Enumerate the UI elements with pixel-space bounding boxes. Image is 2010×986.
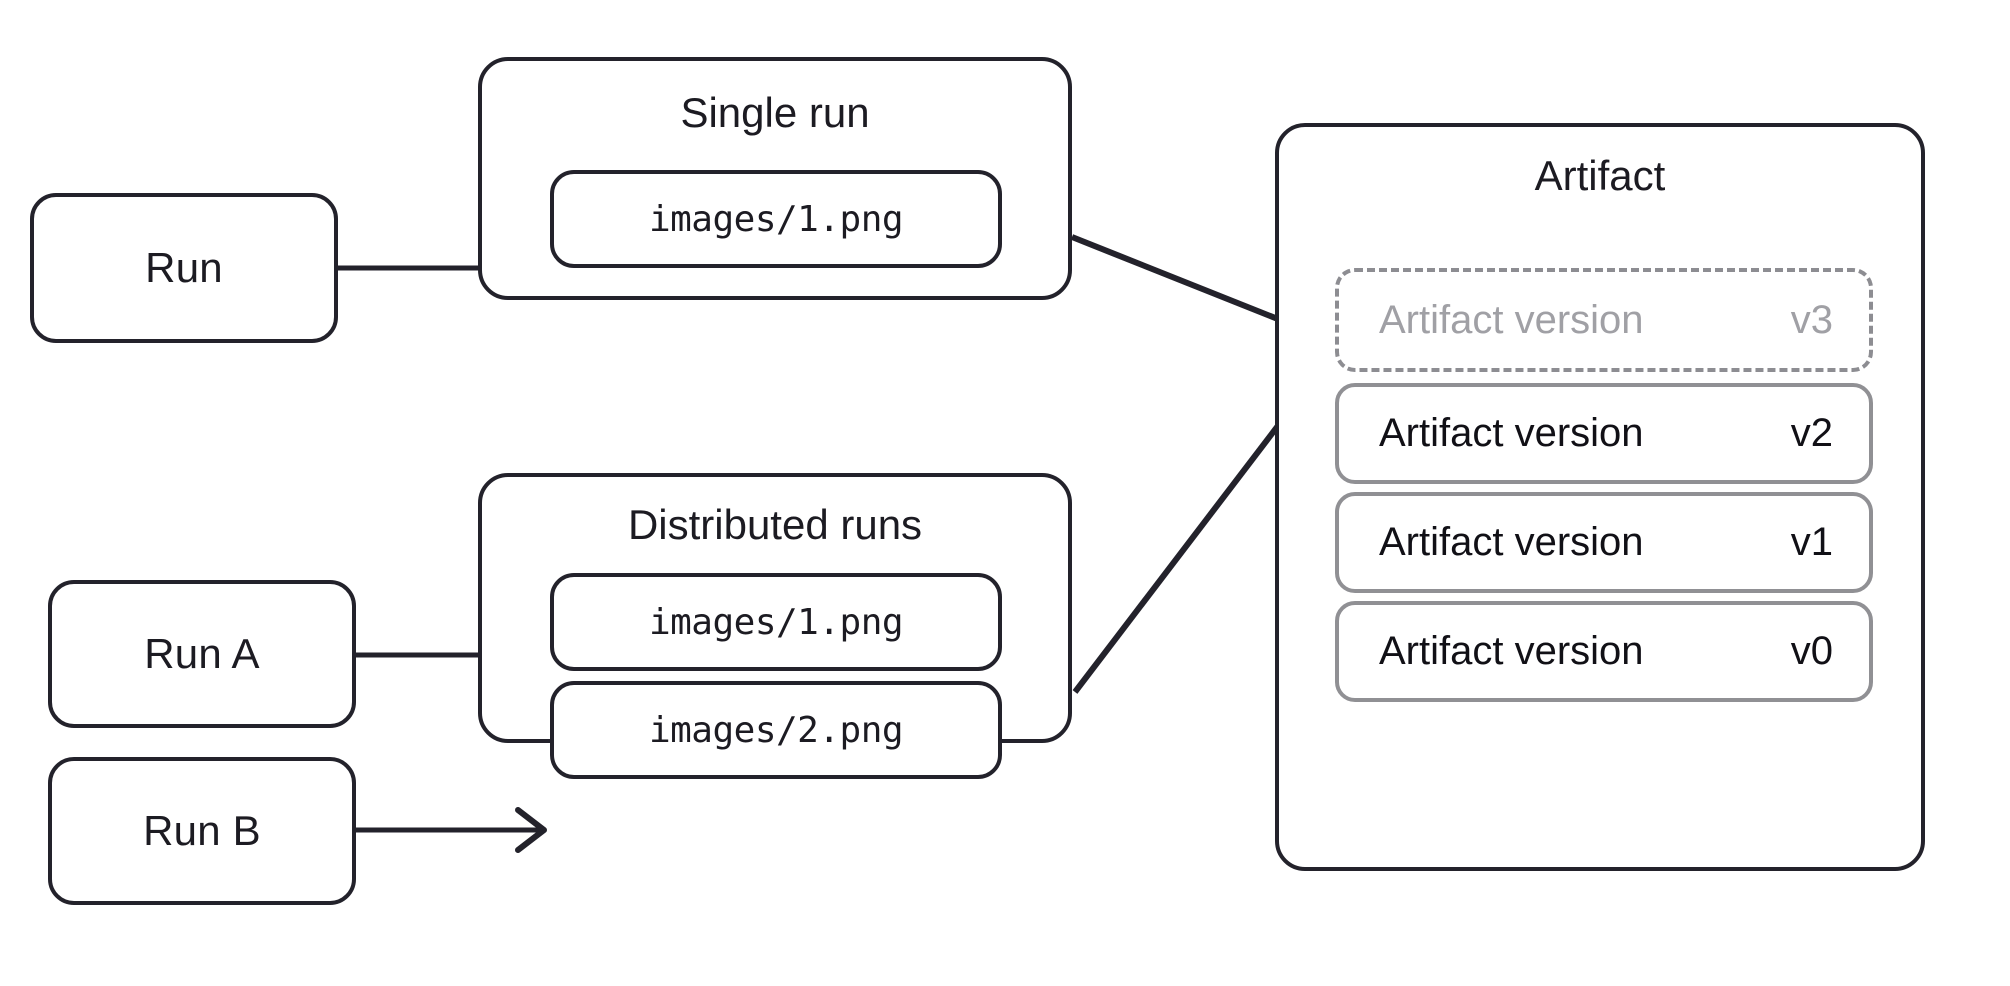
run-a-node-label: Run A xyxy=(144,630,260,677)
artifact-version-row-v2[interactable]: Artifact version v2 xyxy=(1335,383,1873,484)
artifact-version-tag: v3 xyxy=(1790,297,1833,342)
artifact-version-tag: v1 xyxy=(1790,520,1833,564)
artifact-version-label: Artifact version xyxy=(1379,629,1644,673)
artifact-panel-title: Artifact xyxy=(1534,152,1666,199)
run-b-node[interactable]: Run B xyxy=(48,757,356,905)
run-node[interactable]: Run xyxy=(30,193,338,343)
file-node-single-images-1[interactable]: images/1.png xyxy=(550,170,1002,268)
run-b-node-label: Run B xyxy=(143,807,261,854)
distributed-runs-group-title: Distributed runs xyxy=(627,501,923,548)
artifact-panel: Artifact Artifact version v3 Artifact ve… xyxy=(1275,123,1925,871)
file-node-label: images/1.png xyxy=(648,198,904,240)
artifact-version-label: Artifact version xyxy=(1379,411,1644,455)
artifact-version-label: Artifact version xyxy=(1379,520,1644,564)
distributed-runs-group: Distributed runs images/1.png images/2.p… xyxy=(478,473,1072,779)
edge-runb-to-dist-file2 xyxy=(355,807,547,853)
run-node-label: Run xyxy=(145,244,223,291)
file-node-dist-images-2[interactable]: images/2.png xyxy=(550,681,1002,779)
artifact-version-row-v0[interactable]: Artifact version v0 xyxy=(1335,601,1873,702)
artifact-version-tag: v0 xyxy=(1790,629,1833,673)
single-run-group: Single run images/1.png xyxy=(478,57,1072,300)
artifact-version-row-v3[interactable]: Artifact version v3 xyxy=(1335,268,1873,372)
artifact-version-row-v1[interactable]: Artifact version v1 xyxy=(1335,492,1873,593)
file-node-dist-images-1[interactable]: images/1.png xyxy=(550,573,1002,671)
artifact-version-tag: v2 xyxy=(1790,411,1833,455)
run-a-node[interactable]: Run A xyxy=(48,580,356,728)
file-node-label: images/2.png xyxy=(648,709,904,751)
file-node-label: images/1.png xyxy=(648,601,904,643)
artifact-version-label: Artifact version xyxy=(1379,297,1644,342)
single-run-group-title: Single run xyxy=(680,89,870,136)
